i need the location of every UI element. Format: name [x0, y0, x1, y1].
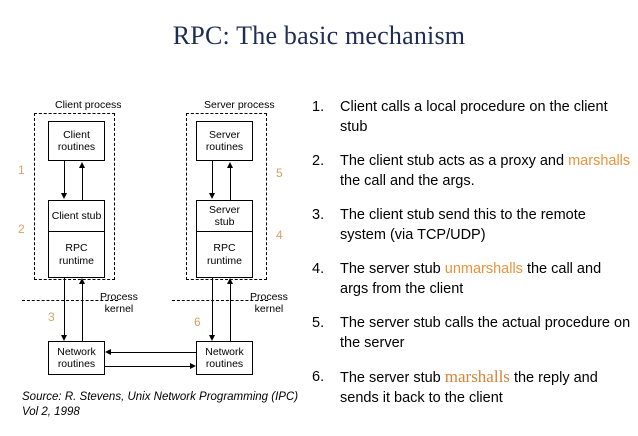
rpc-diagram: Client process Client routines Client st…: [0, 0, 300, 400]
step-text-run: the call and the args.: [340, 173, 475, 189]
diagram-step-5: 5: [276, 166, 283, 180]
client-process-boundary: [34, 113, 115, 280]
client-process-label: Client process: [52, 99, 125, 111]
step-number: 1.: [312, 99, 325, 115]
network-outbound-arrow-icon: [190, 362, 196, 369]
network-inbound-line: [110, 352, 196, 353]
client-kernel-divider: [22, 300, 118, 301]
step-number: 4.: [312, 261, 325, 277]
steps-list: 1. Client calls a local procedure on the …: [312, 97, 632, 422]
step-text-run: The server stub calls the actual procedu…: [340, 315, 631, 351]
server-kernel-divider: [172, 300, 268, 301]
server-kernel-label: Process kernel: [250, 291, 288, 315]
server-down-line: [212, 161, 213, 194]
page-title: RPC: The basic mechanism: [172, 21, 466, 50]
server-routines-box: Server routines: [196, 121, 253, 161]
network-to-server-up-line: [230, 283, 231, 341]
step-text-run: The server stub: [340, 261, 445, 277]
client-down-line: [64, 161, 65, 194]
server-down-arrow-icon: [208, 193, 215, 199]
server-stub-box: Server stub: [196, 200, 253, 232]
step-item: 2. The client stub acts as a proxy and ma…: [312, 151, 632, 191]
step-item: 4. The server stub unmarshalls the call a…: [312, 259, 632, 299]
server-rpc-runtime-box: RPC runtime: [196, 232, 253, 278]
server-up-arrow-icon: [226, 162, 233, 168]
source-citation: Source: R. Stevens, Unix Network Program…: [22, 391, 299, 418]
step-text: The server stub calls the actual procedu…: [340, 313, 632, 353]
step-text: The client stub send this to the remote …: [340, 205, 632, 245]
step-number: 3.: [312, 207, 325, 223]
step-text-run: the call and args from the client: [340, 261, 602, 297]
step-text: The client stub acts as a proxy and mars…: [340, 151, 632, 191]
step-item: 6. The server stub marshalls the reply an…: [312, 367, 632, 408]
server-to-network-down-arrow-icon: [208, 335, 215, 341]
client-up-arrow-icon: [78, 162, 85, 168]
server-network-routines-box: Network routines: [196, 341, 253, 375]
step-number: 2.: [312, 153, 325, 169]
step-text: Client calls a local procedure on the cl…: [340, 97, 632, 137]
server-process-label: Server process: [201, 99, 278, 111]
step-text-highlight: marshalls: [444, 367, 510, 386]
step-text: The server stub marshalls the reply and …: [340, 367, 632, 408]
step-text-run: The server stub: [340, 370, 445, 386]
diagram-step-1: 1: [18, 163, 25, 177]
step-item: 3. The client stub send this to the remot…: [312, 205, 632, 245]
diagram-step-2: 2: [18, 222, 25, 236]
step-text-highlight: unmarshalls: [444, 261, 523, 277]
client-network-routines-box: Network routines: [48, 341, 105, 375]
diagram-step-4: 4: [276, 228, 283, 242]
network-inbound-arrow-icon: [105, 348, 111, 355]
diagram-step-3: 3: [48, 310, 55, 324]
network-to-client-up-arrow-icon: [78, 278, 85, 284]
client-to-network-down-arrow-icon: [60, 335, 67, 341]
client-down-arrow-icon: [60, 193, 67, 199]
step-number: 5.: [312, 315, 325, 331]
step-item: 1. Client calls a local procedure on the …: [312, 97, 632, 137]
client-to-network-down-line: [64, 278, 65, 336]
step-item: 5. The server stub calls the actual proce…: [312, 313, 632, 353]
server-to-network-down-line: [212, 278, 213, 336]
step-text-run: the reply and sends it back to the clien…: [340, 370, 598, 406]
server-up-line: [230, 167, 231, 200]
step-text-highlight: marshalls: [568, 153, 631, 169]
client-routines-box: Client routines: [48, 121, 105, 161]
step-text-run: The client stub send this to the remote …: [340, 207, 586, 243]
client-stub-box: Client stub: [48, 200, 105, 232]
client-up-line: [82, 167, 83, 200]
step-text-run: The client stub acts as a proxy and: [340, 153, 569, 169]
step-text-run: Client calls a local procedure on the cl…: [340, 99, 608, 135]
step-number: 6.: [312, 369, 325, 385]
network-outbound-line: [105, 366, 191, 367]
network-to-server-up-arrow-icon: [226, 278, 233, 284]
client-kernel-label: Process kernel: [100, 291, 138, 315]
network-to-client-up-line: [82, 283, 83, 341]
step-text: The server stub unmarshalls the call and…: [340, 259, 632, 299]
diagram-step-6: 6: [194, 315, 201, 329]
client-rpc-runtime-box: RPC runtime: [48, 232, 105, 278]
